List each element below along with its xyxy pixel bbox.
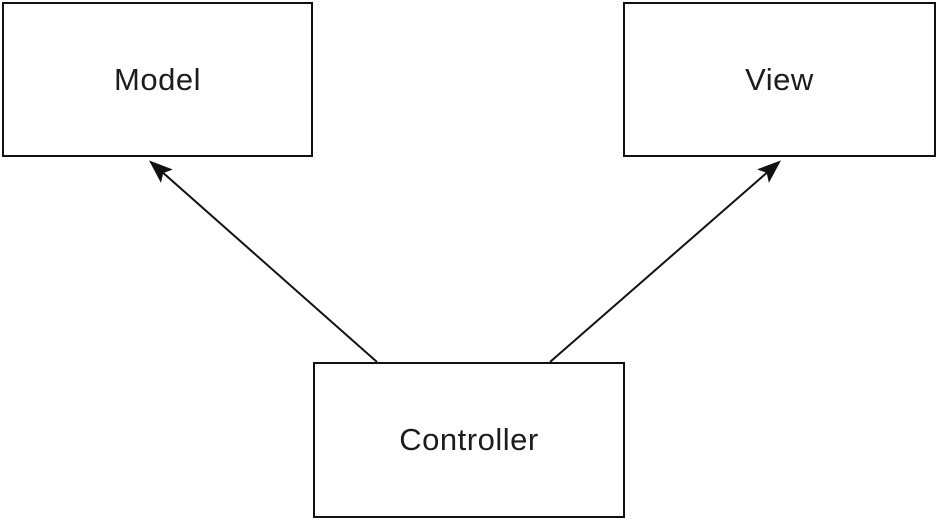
node-view-label: View — [745, 61, 814, 97]
edge-controller-to-model — [149, 160, 378, 363]
node-view: View — [623, 2, 936, 157]
node-controller: Controller — [313, 362, 625, 518]
node-model: Model — [2, 2, 313, 157]
node-model-label: Model — [114, 61, 201, 97]
edge-controller-to-view — [549, 160, 782, 363]
node-controller-label: Controller — [399, 422, 539, 457]
